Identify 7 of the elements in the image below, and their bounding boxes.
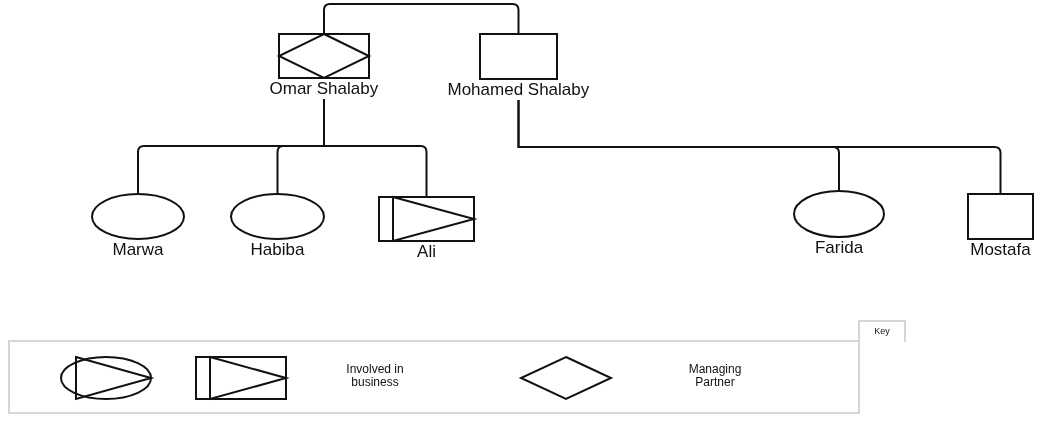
legend-title-tab: Key xyxy=(858,320,906,342)
legend-text: Involved in business xyxy=(345,363,405,389)
person-name: Omar Shalaby xyxy=(269,79,379,99)
connector-line xyxy=(323,3,520,34)
person-name: Mohamed Shalaby xyxy=(447,80,590,100)
connector-line xyxy=(517,99,1002,194)
legend-text: Managing Partner xyxy=(687,363,743,389)
